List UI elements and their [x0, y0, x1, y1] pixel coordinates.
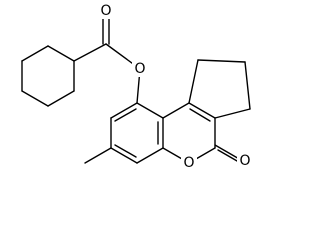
- bond-cy4-cy5: [21, 90, 49, 107]
- molecule-figure: O O O O: [21, 3, 253, 171]
- atom-ester-carbonyl-oxygen: O: [100, 3, 111, 19]
- bonds: [21, 13, 251, 166]
- bond-ar1-ar2-inner: [114, 108, 137, 122]
- bond-ar3-ar4-inner: [114, 144, 137, 158]
- atom-ring-oxygen: O: [183, 155, 194, 171]
- bond-cy3-cy4: [47, 90, 75, 107]
- bond-ar4-ar5: [136, 147, 164, 164]
- bond-ar6-ar1: [136, 102, 164, 119]
- bond-cy6-cy1: [21, 45, 49, 62]
- bond-cp2-cp3: [244, 61, 251, 110]
- atom-lactone-carbonyl-oxygen: O: [239, 153, 250, 169]
- atom-ester-oxygen: O: [134, 61, 145, 77]
- bond-c4-c3-inner: [189, 108, 211, 122]
- bond-lactone-o-a: [214, 144, 242, 161]
- bond-ar3-ar4: [110, 147, 138, 164]
- bond-c3-ar6: [162, 102, 190, 119]
- bond-cy1-cy2: [47, 45, 75, 62]
- atom-labels: O O O O: [98, 3, 253, 171]
- bond-ar3-methyl: [84, 147, 112, 164]
- bond-cp3-c4: [214, 108, 251, 119]
- bond-ar1-ar2: [110, 102, 138, 119]
- bond-cy-carbonyl: [73, 43, 107, 62]
- structure-drawing: O O O O: [21, 3, 253, 171]
- bond-cp1-cp2: [197, 59, 246, 63]
- bond-c3-cp1: [188, 59, 199, 104]
- bond-c4-c3: [188, 102, 216, 119]
